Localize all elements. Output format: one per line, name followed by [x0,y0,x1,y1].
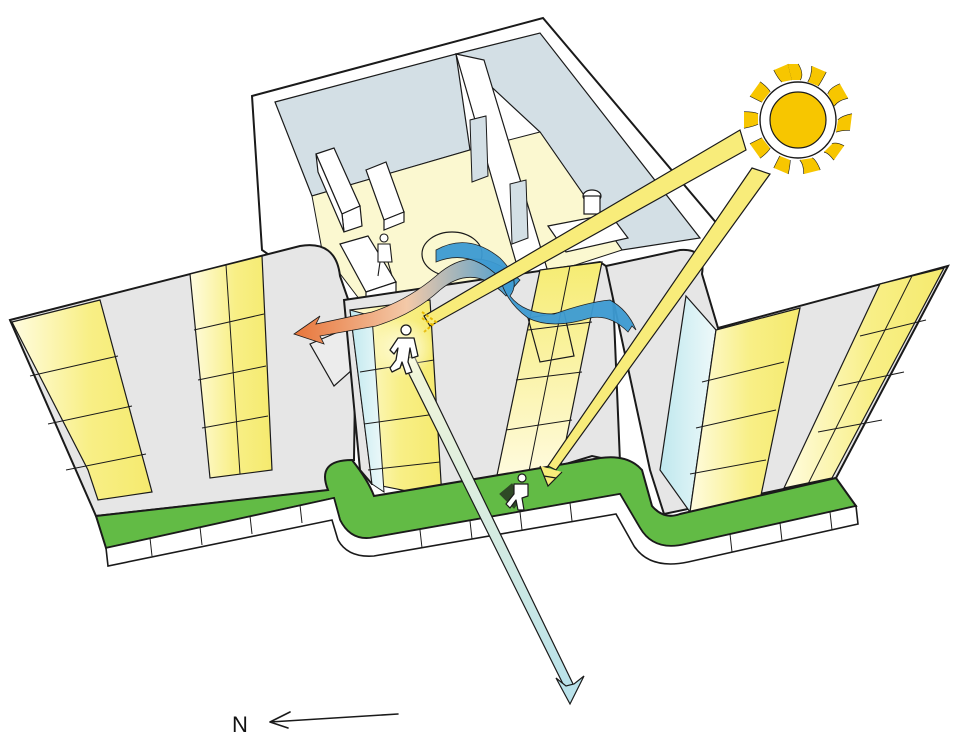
right-glazing-b-mullions [807,275,927,485]
seated-person [377,233,393,277]
sun-icon [743,63,853,175]
cabinet [365,161,405,231]
central-glazing-right-mullions [505,265,593,477]
right-glazing-a-mullions [689,361,785,475]
warm-air-arrow-icon [293,258,521,345]
left-glazing-a [11,299,153,501]
ledge-joints [149,502,833,557]
left-wing [8,244,358,518]
person-icon [389,324,419,375]
left-glazing-b-mullions [193,264,269,475]
sunbeam-lower [547,167,771,471]
sun-beams [421,129,771,488]
person-icon [499,473,529,511]
left-glazing-b [189,255,273,479]
room-door-right [509,179,529,245]
base-ledge [105,493,859,567]
sunbeam-lower-arrow-icon [539,465,563,488]
sunbeam-upper [423,129,747,327]
view-ray-arrow-icon [555,675,585,706]
north-label: N [232,712,248,737]
right-wing [604,248,950,516]
left-glazing-a-mullions [29,355,147,471]
north-arrow-icon [269,711,399,729]
north-arrow: N [232,711,399,737]
sunbeam-upper-arrow-icon [421,311,438,333]
cabinet [315,147,363,233]
room-door-left [469,115,489,183]
